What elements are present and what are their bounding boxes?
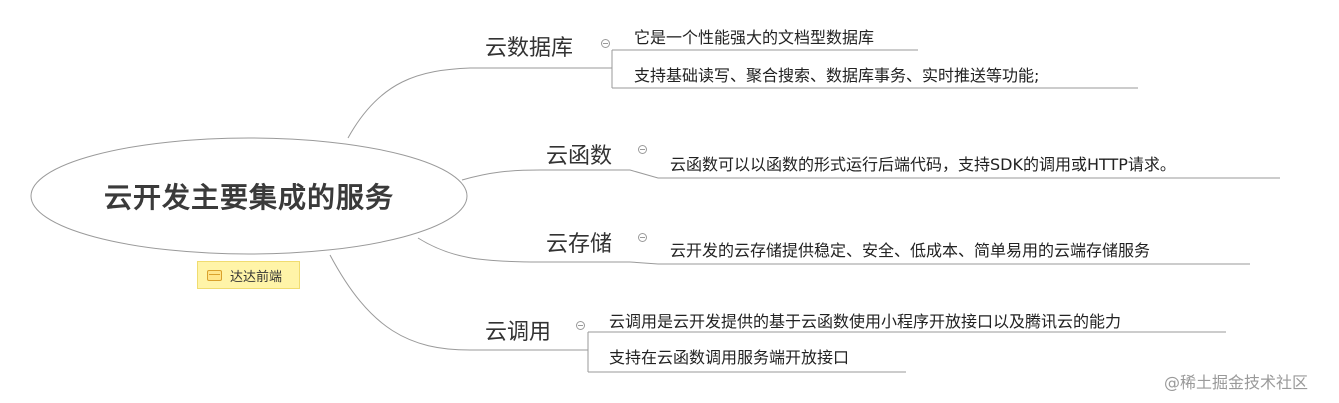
leaf-call-2[interactable]: 支持在云函数调用服务端开放接口 [609,348,850,367]
connector-root-storage [417,237,630,263]
watermark: @稀土掘金技术社区 [1164,373,1309,392]
leaf-fn-1[interactable]: 云函数可以以函数的形式运行后端代码，支持SDK的调用或HTTP请求。 [670,155,1176,174]
connector-db-leaves [600,49,1138,89]
leaf-call-1[interactable]: 云调用是云开发提供的基于云函数使用小程序开放接口以及腾讯云的能力 [609,312,1122,331]
connector-root-db [347,67,600,139]
root-node[interactable]: 云开发主要集成的服务 [30,137,468,255]
branch-cloud-call[interactable]: 云调用 [485,320,552,345]
root-title: 云开发主要集成的服务 [103,181,394,214]
branch-cloud-storage[interactable]: 云存储 [546,232,613,257]
connector-call-leaves [587,331,1226,373]
leaf-storage-1[interactable]: 云开发的云存储提供稳定、安全、低成本、简单易用的云端存储服务 [670,241,1151,260]
branch-cloud-database[interactable]: 云数据库 [485,36,574,61]
connector-fn-leaf [629,169,1280,179]
collapse-icon[interactable] [601,39,610,48]
connector-root-fn [461,169,630,181]
leaf-db-1[interactable]: 它是一个性能强大的文档型数据库 [634,28,875,47]
author-badge[interactable]: 达达前端 [197,261,300,289]
connector-root-call [329,254,588,351]
note-icon [207,269,222,281]
collapse-icon[interactable] [576,321,585,330]
branch-cloud-function[interactable]: 云函数 [546,144,613,169]
root-ellipse [30,137,468,255]
author-badge-text: 达达前端 [230,269,283,285]
connector-storage-leaf [629,261,1250,265]
collapse-icon[interactable] [638,145,647,154]
leaf-db-2[interactable]: 支持基础读写、聚合搜索、数据库事务、实时推送等功能; [634,66,1040,85]
collapse-icon[interactable] [638,233,647,242]
